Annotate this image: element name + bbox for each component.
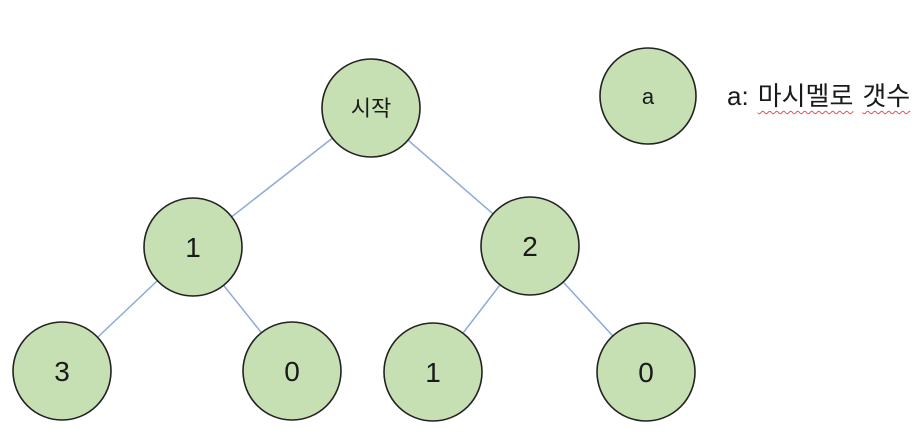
node-circle-left	[143, 197, 243, 297]
node-circle-left-left	[12, 321, 112, 421]
node-label-left-left: 3	[54, 356, 70, 387]
tree-node-right-left: 1	[383, 322, 483, 422]
legend-caption-prefix: a:	[727, 81, 749, 111]
node-circle-right-left	[383, 322, 483, 422]
legend-circle-a	[599, 47, 697, 145]
tree-node-start: 시작	[321, 58, 421, 158]
node-label-left-right: 0	[284, 356, 300, 387]
tree-node-left: 1	[143, 197, 243, 297]
tree-node-right: 2	[480, 196, 580, 296]
tree-node-left-left: 3	[12, 321, 112, 421]
tree-node-right-right: 0	[596, 322, 696, 422]
node-circle-right-right	[596, 322, 696, 422]
node-label-start: 시작	[351, 96, 391, 121]
node-circle-left-right	[242, 321, 342, 421]
legend-caption-word2: 갯수	[862, 81, 911, 111]
node-circle-right	[480, 196, 580, 296]
node-label-right: 2	[522, 231, 538, 262]
legend-node-a: a	[599, 47, 697, 145]
legend-caption: a: 마시멜로 갯수	[727, 80, 910, 112]
node-circle-start	[321, 58, 421, 158]
legend-caption-word1: 마시멜로	[757, 81, 854, 111]
tree-node-left-right: 0	[242, 321, 342, 421]
node-label-right-left: 1	[425, 357, 441, 388]
node-label-left: 1	[185, 232, 201, 263]
legend-node-label: a	[642, 84, 655, 109]
node-label-right-right: 0	[638, 357, 654, 388]
